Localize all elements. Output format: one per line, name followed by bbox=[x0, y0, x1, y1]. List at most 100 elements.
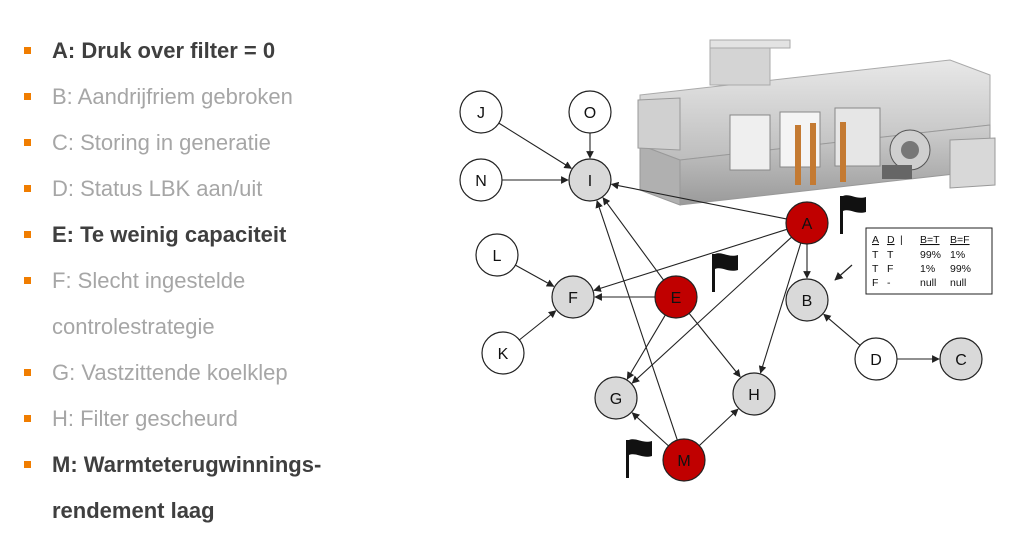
node-n: N bbox=[459, 158, 503, 202]
cpt-cell: T bbox=[872, 249, 879, 261]
node-label: L bbox=[493, 248, 502, 265]
edge-a-h bbox=[758, 242, 802, 374]
legend-item-label: M: Warmteterugwinnings- bbox=[52, 452, 322, 477]
legend-item-h: H: Filter gescheurd bbox=[24, 396, 238, 442]
edge-e-h bbox=[688, 313, 741, 378]
cpt-cell: F bbox=[872, 277, 878, 289]
node-label: D bbox=[870, 352, 882, 369]
edge-d-b bbox=[823, 313, 861, 346]
node-circle bbox=[475, 233, 519, 277]
edge-k-f bbox=[519, 310, 557, 341]
node-label: M bbox=[677, 453, 690, 470]
legend-item-label: H: Filter gescheurd bbox=[52, 406, 238, 431]
legend-item-label: C: Storing in generatie bbox=[52, 130, 271, 155]
legend-item-d: D: Status LBK aan/uit bbox=[24, 166, 262, 212]
node-label: K bbox=[498, 346, 509, 363]
legend-item-label: B: Aandrijfriem gebroken bbox=[52, 84, 293, 109]
node-e: E bbox=[654, 275, 698, 319]
node-circle bbox=[785, 278, 829, 322]
node-g: G bbox=[594, 376, 638, 420]
node-circle bbox=[654, 275, 698, 319]
node-o: O bbox=[568, 90, 612, 134]
node-l: L bbox=[475, 233, 519, 277]
node-circle bbox=[732, 372, 776, 416]
node-a: A bbox=[785, 201, 829, 245]
flag-icon bbox=[712, 253, 738, 292]
node-circle bbox=[568, 90, 612, 134]
legend-item-f: F: Slecht ingestelde bbox=[24, 258, 245, 304]
node-k: K bbox=[481, 331, 525, 375]
edge-l-f bbox=[515, 264, 555, 287]
node-label: F bbox=[568, 290, 578, 307]
node-i: I bbox=[568, 158, 612, 202]
cpt-cell: | bbox=[900, 234, 903, 246]
edge-a-i bbox=[610, 181, 787, 220]
cpt-cell: B=T bbox=[920, 234, 940, 246]
node-circle bbox=[594, 376, 638, 420]
edge-e-i bbox=[602, 197, 665, 281]
node-m: M bbox=[662, 438, 706, 482]
legend-item-continuation: controlestrategie bbox=[52, 314, 215, 339]
node-j: J bbox=[459, 90, 503, 134]
legend-item-a: A: Druk over filter = 0 bbox=[24, 28, 275, 74]
legend-item-b: B: Aandrijfriem gebroken bbox=[24, 74, 293, 120]
cpt-cell: T bbox=[887, 249, 894, 261]
legend-list: A: Druk over filter = 0 B: Aandrijfriem g… bbox=[0, 0, 420, 536]
node-label: I bbox=[588, 173, 592, 190]
cpt-cell: A bbox=[872, 234, 879, 246]
bullet-square-icon bbox=[24, 461, 31, 468]
edge-j-i bbox=[498, 122, 572, 169]
bullet-square-icon bbox=[24, 277, 31, 284]
node-circle bbox=[551, 275, 595, 319]
cpt-cell: 99% bbox=[920, 249, 941, 261]
legend-item-label: E: Te weinig capaciteit bbox=[52, 222, 287, 247]
node-circle bbox=[481, 331, 525, 375]
legend-item-label: A: Druk over filter = 0 bbox=[52, 38, 276, 63]
bullet-square-icon bbox=[24, 231, 31, 238]
bullet-square-icon bbox=[24, 185, 31, 192]
node-f: F bbox=[551, 275, 595, 319]
edge-m-g bbox=[631, 412, 669, 447]
node-d: D bbox=[854, 337, 898, 381]
cpt-cell: 1% bbox=[950, 249, 965, 261]
edge-a-f bbox=[593, 228, 788, 292]
cpt-cell: null bbox=[920, 277, 936, 289]
node-circle bbox=[568, 158, 612, 202]
node-label: E bbox=[671, 290, 682, 307]
node-circle bbox=[459, 158, 503, 202]
cpt-cell: 1% bbox=[920, 263, 935, 275]
edge-m-h bbox=[698, 408, 739, 446]
edge-e-g bbox=[626, 314, 666, 380]
legend-item-label: F: Slecht ingestelde bbox=[52, 268, 246, 293]
bullet-square-icon bbox=[24, 47, 31, 54]
node-label: N bbox=[475, 173, 487, 190]
node-circle bbox=[662, 438, 706, 482]
cpt-cell: null bbox=[950, 277, 966, 289]
legend-item-label: G: Vastzittende koelklep bbox=[52, 360, 288, 385]
cpt-cell: - bbox=[887, 277, 891, 289]
bullet-square-icon bbox=[24, 415, 31, 422]
flag-icon bbox=[626, 439, 652, 478]
node-circle bbox=[459, 90, 503, 134]
legend-item-e: E: Te weinig capaciteit bbox=[24, 212, 286, 258]
node-label: A bbox=[802, 216, 813, 233]
flag-icon bbox=[840, 195, 866, 234]
node-h: H bbox=[732, 372, 776, 416]
cpt-cell: T bbox=[872, 263, 879, 275]
node-label: O bbox=[584, 105, 596, 122]
air-handling-unit-image bbox=[637, 39, 996, 206]
node-label: C bbox=[955, 352, 967, 369]
node-label: J bbox=[477, 105, 485, 122]
cpt-cell: 99% bbox=[950, 263, 971, 275]
edge-a-g bbox=[631, 236, 792, 384]
legend-item-label: D: Status LBK aan/uit bbox=[52, 176, 263, 201]
node-circle bbox=[785, 201, 829, 245]
node-circle bbox=[939, 337, 983, 381]
cpt-cell: F bbox=[887, 263, 893, 275]
bullet-square-icon bbox=[24, 93, 31, 100]
legend-item-c: C: Storing in generatie bbox=[24, 120, 271, 166]
node-label: B bbox=[802, 293, 813, 310]
legend-item-continuation: rendement laag bbox=[52, 498, 215, 523]
